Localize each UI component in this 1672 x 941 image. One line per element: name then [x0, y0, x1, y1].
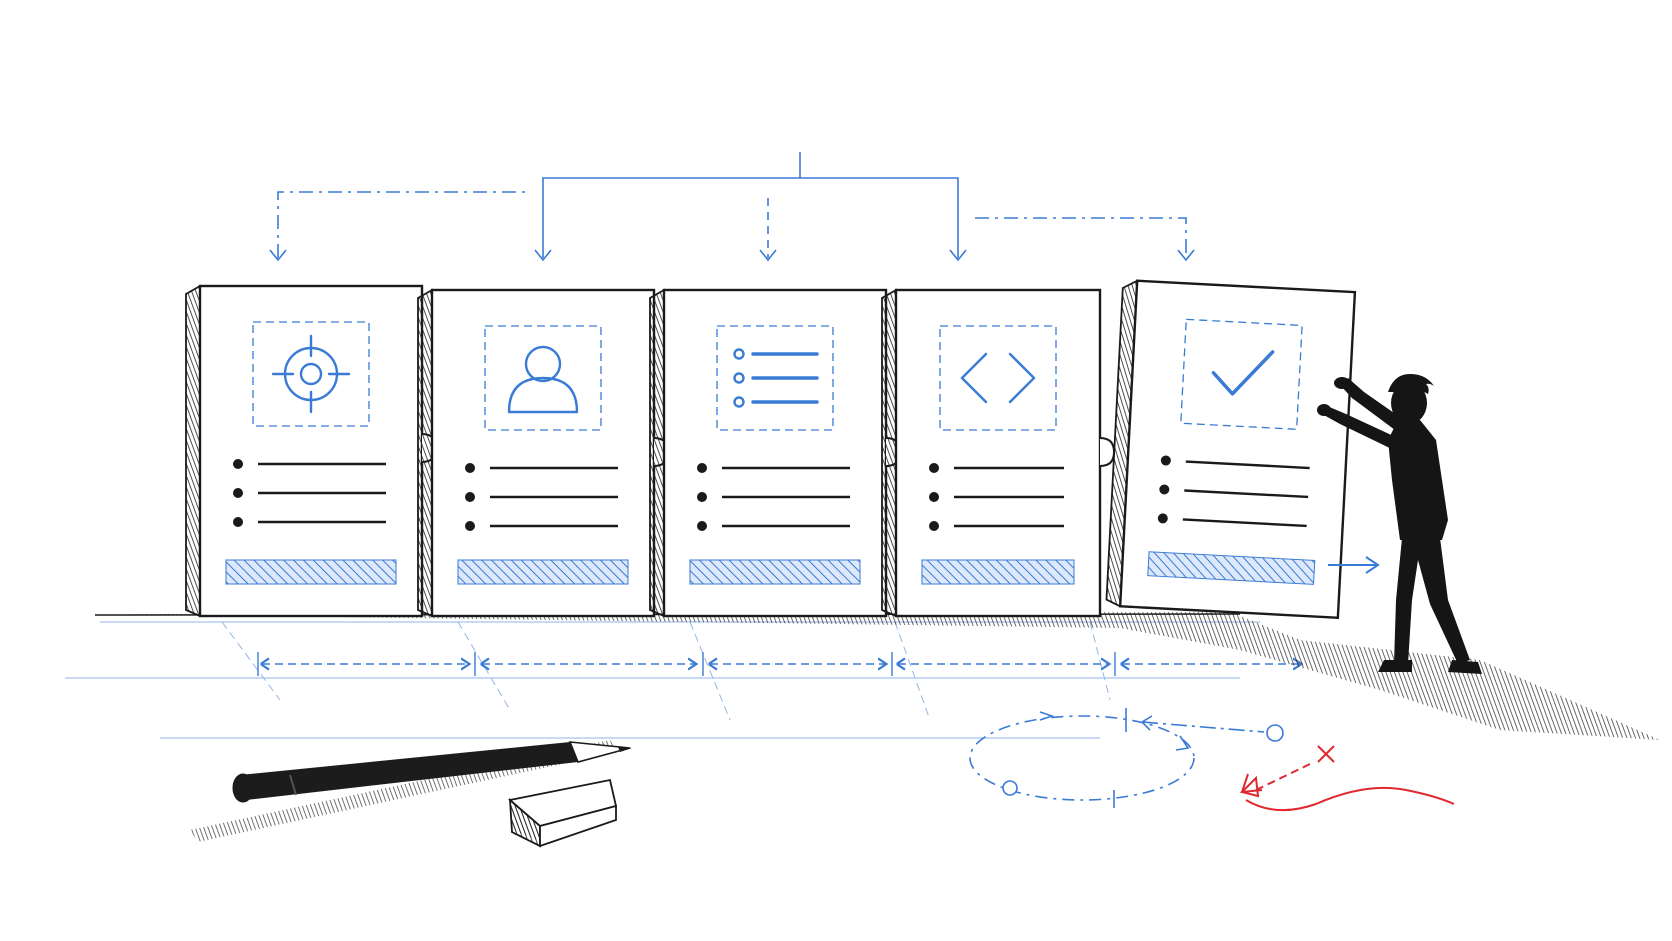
icon-frame	[1180, 318, 1303, 430]
icon-frame	[484, 325, 602, 431]
card-edge	[649, 288, 665, 618]
bullet-dot	[697, 463, 707, 473]
progress-bar	[225, 559, 397, 585]
bullet-dot	[697, 492, 707, 502]
bullet-dot	[929, 463, 939, 473]
card-edge	[881, 288, 897, 618]
bullet-line	[1182, 518, 1307, 528]
iteration-loop	[969, 708, 1284, 808]
progress-bar	[689, 559, 861, 585]
bullet-dot	[465, 463, 475, 473]
bullet-dot	[465, 492, 475, 502]
card-edge	[185, 284, 201, 618]
bullet-line	[1185, 460, 1310, 470]
bullet-dot	[929, 492, 939, 502]
target-icon	[271, 334, 351, 414]
code-brackets-icon	[960, 352, 1036, 404]
dimension-arrows	[257, 652, 1300, 676]
eraser-icon	[508, 778, 618, 848]
bullet-dot	[233, 459, 243, 469]
error-path	[1240, 745, 1455, 812]
progress-bar	[1147, 551, 1316, 585]
card-edge	[417, 288, 433, 618]
progress-bar	[921, 559, 1075, 585]
card-2	[417, 288, 670, 618]
card-5	[1105, 279, 1357, 619]
bullet-dot	[465, 521, 475, 531]
push-arrow	[1328, 556, 1380, 574]
pencil-icon	[190, 740, 632, 842]
card-row	[185, 279, 1357, 619]
card-connector	[1099, 437, 1116, 467]
bullet-dot	[233, 488, 243, 498]
icon-frame	[252, 321, 370, 427]
user-icon	[507, 345, 579, 414]
connector-tree	[269, 152, 1195, 262]
bullet-dot	[1160, 455, 1171, 466]
checkmark-icon	[1211, 350, 1275, 396]
card-3	[649, 288, 902, 618]
icon-frame	[716, 325, 834, 431]
floor-lines	[65, 621, 1260, 739]
list-icon	[733, 348, 819, 408]
card-shadows	[120, 612, 1660, 740]
card-1	[185, 284, 438, 618]
bullet-dot	[1157, 513, 1168, 524]
icon-frame	[939, 325, 1057, 431]
card-4	[881, 288, 1116, 618]
bullet-dot	[697, 521, 707, 531]
bullet-line	[1184, 489, 1309, 499]
bullet-dot	[1159, 484, 1170, 495]
progress-bar	[457, 559, 629, 585]
card-face	[1118, 279, 1357, 619]
person-pushing-card-icon	[1317, 374, 1482, 674]
bullet-dot	[233, 517, 243, 527]
bullet-dot	[929, 521, 939, 531]
